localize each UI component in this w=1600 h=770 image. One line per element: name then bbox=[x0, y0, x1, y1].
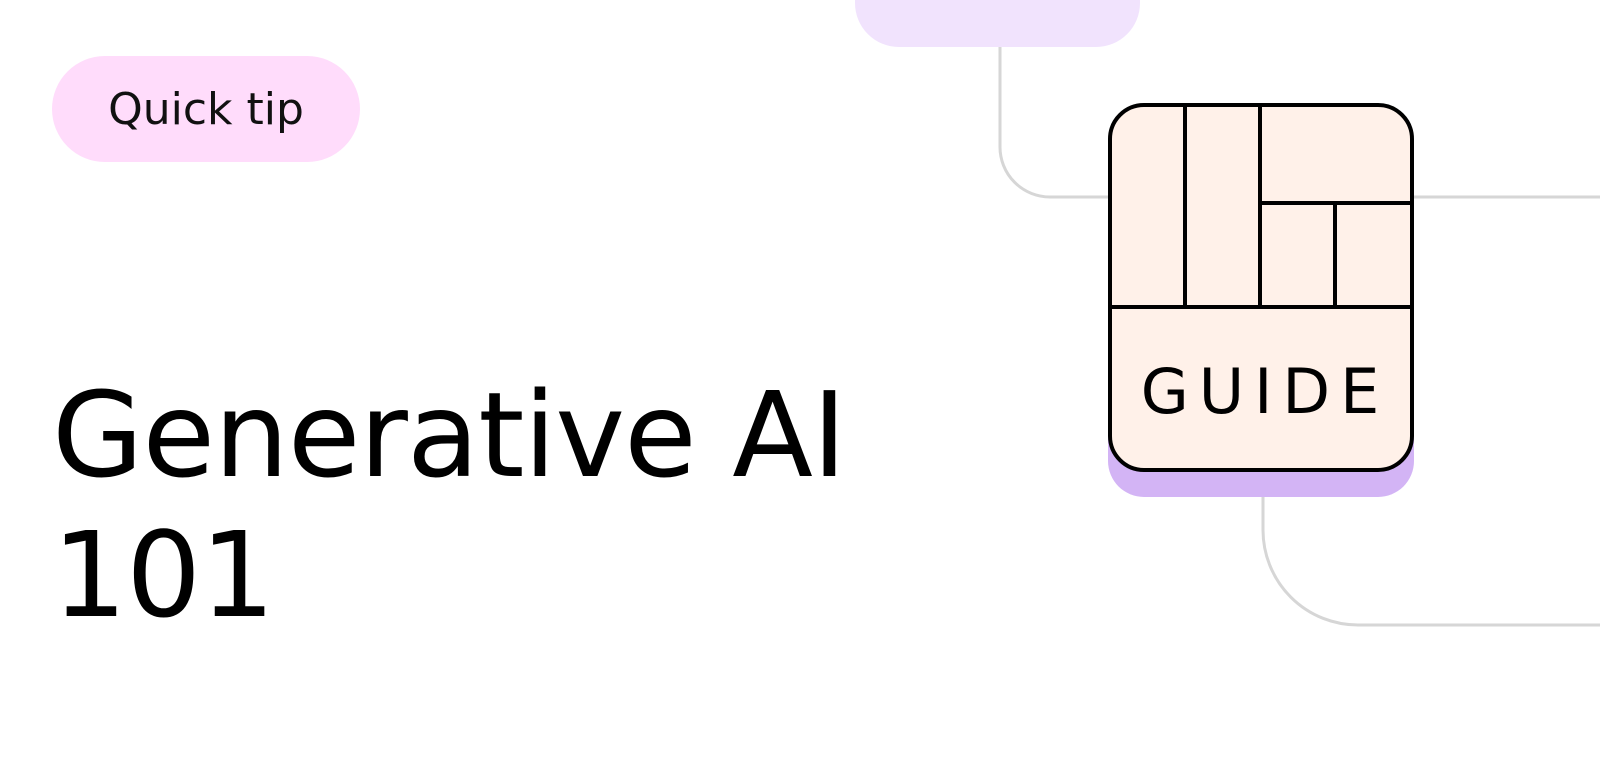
guide-card-icon bbox=[1108, 103, 1414, 497]
page-title: Generative AI 101 bbox=[52, 365, 847, 645]
quick-tip-label: Quick tip bbox=[108, 83, 304, 135]
title-line-1: Generative AI bbox=[52, 366, 847, 504]
title-line-2: 101 bbox=[52, 506, 275, 644]
quick-tip-badge: Quick tip bbox=[52, 56, 360, 162]
guide-label: GUIDE bbox=[1140, 355, 1390, 428]
top-decorative-pill bbox=[855, 0, 1140, 47]
